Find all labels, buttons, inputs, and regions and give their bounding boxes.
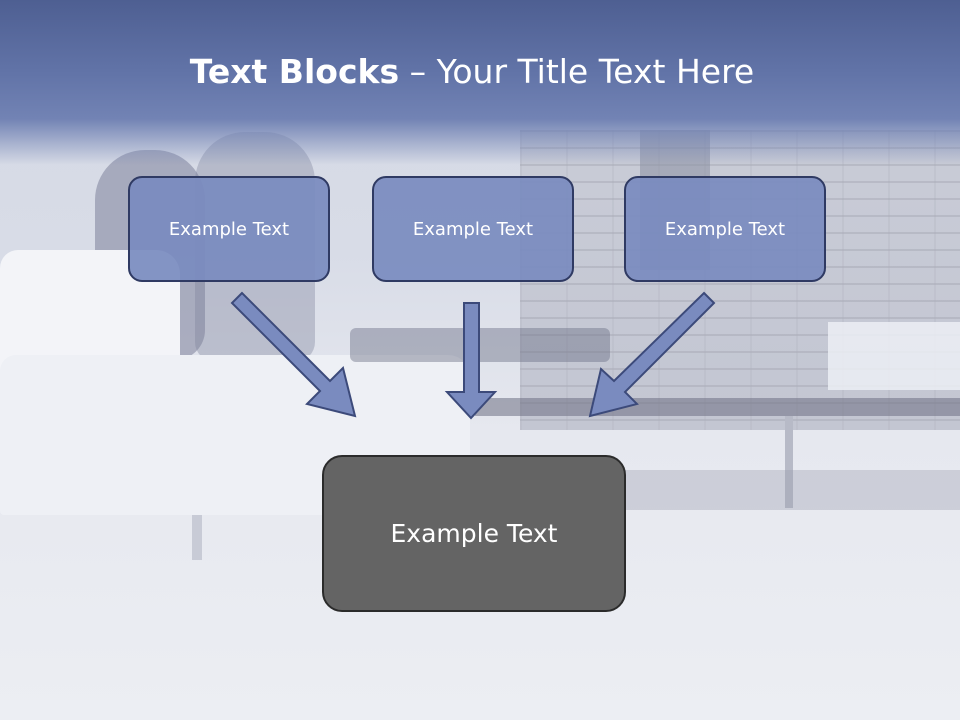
arrow-center-icon (444, 302, 498, 420)
background-fireplace (828, 322, 960, 390)
arrow-left-icon (230, 291, 357, 418)
background-sofa-leg (192, 515, 202, 560)
title-dash: – (399, 52, 437, 91)
title-bold-text: Text Blocks (189, 52, 400, 91)
bottom-box-label: Example Text (390, 519, 558, 548)
top-box-right-label: Example Text (664, 218, 786, 240)
arrow-right-icon (588, 291, 716, 418)
top-box-center-label: Example Text (412, 218, 534, 240)
top-box-left[interactable]: Example Text (128, 176, 330, 282)
top-box-left-label: Example Text (168, 218, 290, 240)
top-box-center[interactable]: Example Text (372, 176, 574, 282)
slide-title: Text Blocks – Your Title Text Here (0, 52, 944, 91)
background-table-leg (785, 416, 793, 508)
bottom-box[interactable]: Example Text (322, 455, 626, 612)
top-box-right[interactable]: Example Text (624, 176, 826, 282)
title-band (0, 0, 960, 165)
title-rest-text: Your Title Text Here (436, 52, 755, 91)
